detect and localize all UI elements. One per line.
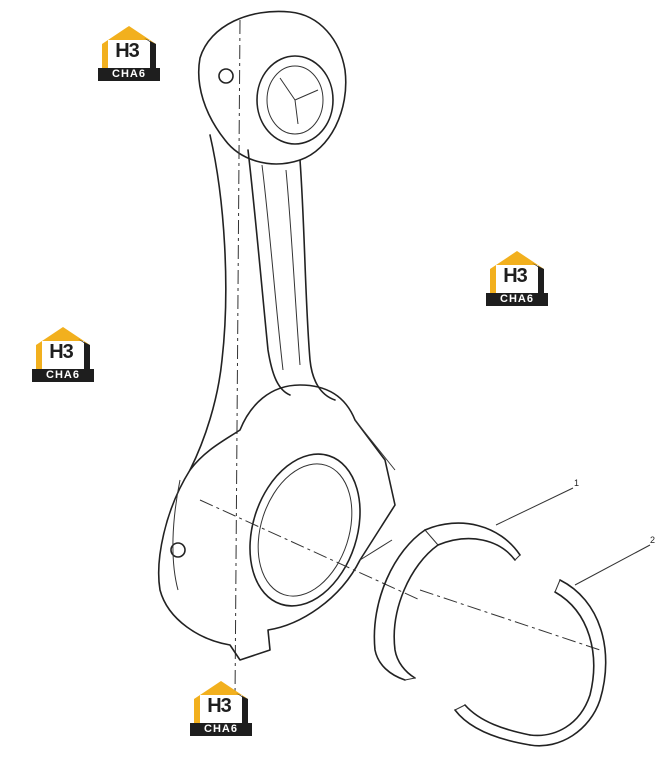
logo-subtitle-text: CHA6 [486,293,548,306]
connecting-rod [157,10,421,701]
callout-1-label: 1 [574,478,579,488]
callout-1: 1 [495,478,579,526]
house-logo-icon [102,26,156,68]
watermark-logo: H3 CHA6 [32,325,94,383]
logo-subtitle-text: CHA6 [98,68,160,81]
logo-subtitle-text: CHA6 [32,369,94,382]
logo-brand-text: H3 [49,341,74,363]
logo-brand-text: H3 [207,695,232,717]
callout-2: 2 [574,535,655,586]
logo-subtitle-text: CHA6 [190,723,252,736]
house-logo-icon [194,681,248,723]
house-logo-icon [36,327,90,369]
watermark-logo: H3 CHA6 [98,24,160,82]
logo-brand-text: H3 [503,265,528,287]
callout-2-label: 2 [650,535,655,545]
logo-brand-text: H3 [115,40,140,62]
bearing-shell-upper [373,522,601,681]
bearing-shell-lower [454,579,607,747]
watermark-logo: H3 CHA6 [190,679,252,737]
house-logo-icon [490,251,544,293]
watermark-logo: H3 CHA6 [486,249,548,307]
